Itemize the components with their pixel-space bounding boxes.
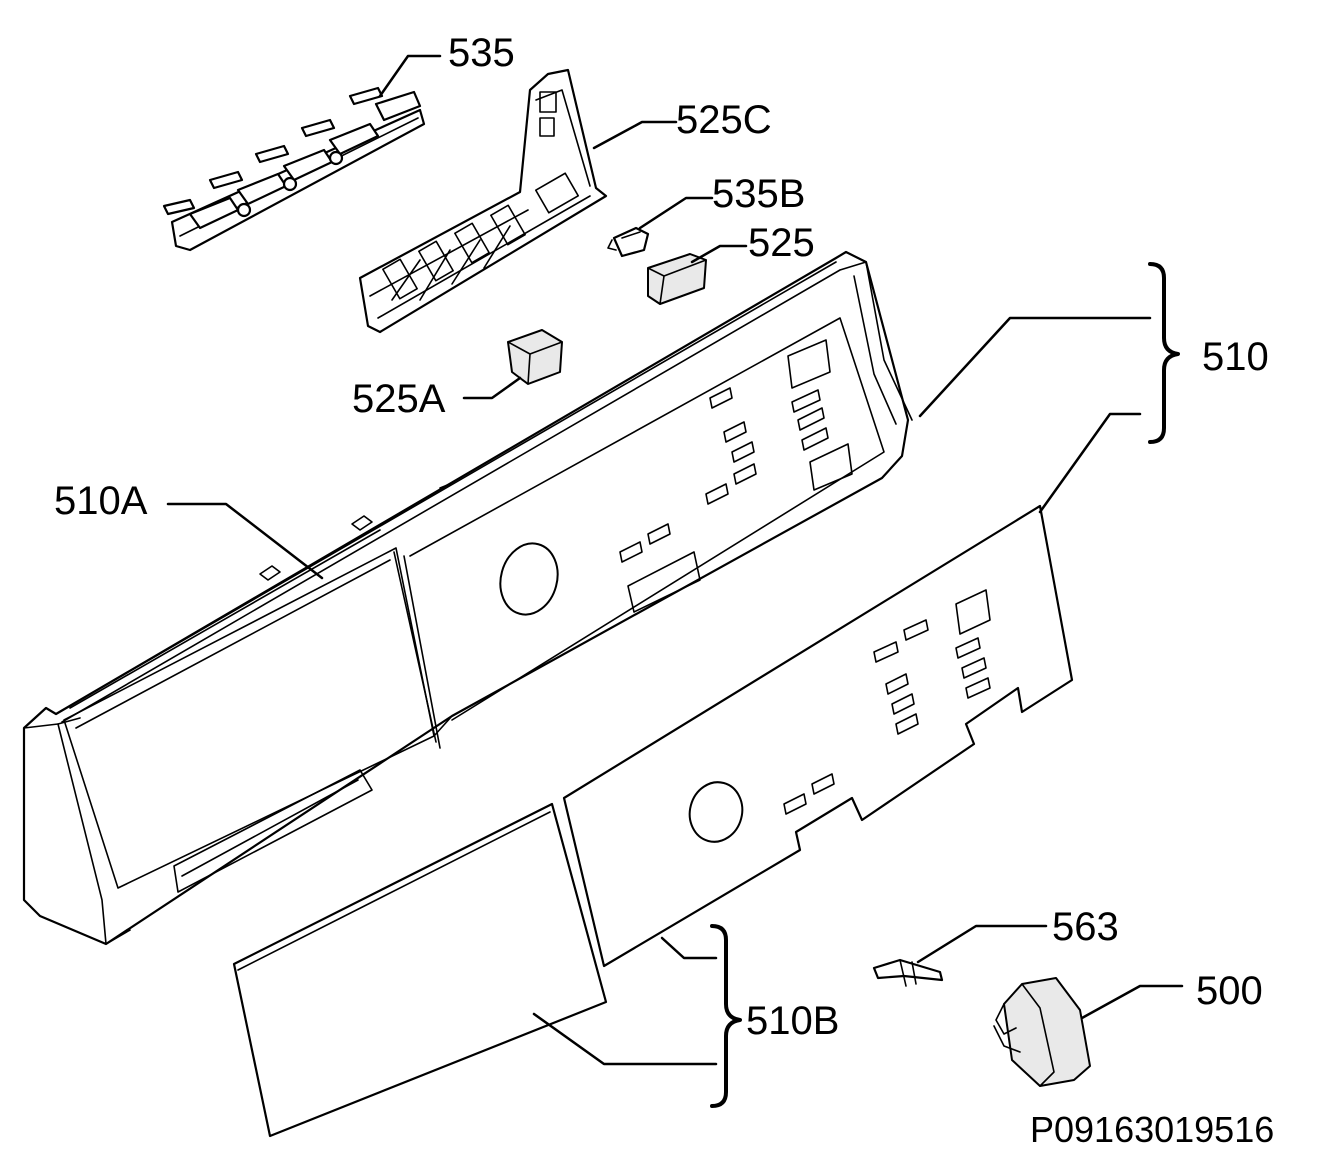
part-563-pin [872,958,944,987]
part-535B-clip [607,226,650,258]
label-525: 525 [748,221,815,265]
label-525A: 525A [352,377,446,421]
part-510-control-panel [22,250,913,946]
brace-510 [1148,262,1180,444]
drawing-code: P09163019516 [1030,1109,1274,1150]
label-525C: 525C [676,98,772,142]
label-535: 535 [448,31,515,75]
part-525A-cap [507,329,563,385]
part-535-switch-rail [162,86,426,252]
label-510B: 510B [746,999,839,1043]
part-525C-circuit-board [358,68,608,334]
label-535B: 535B [712,172,805,216]
label-563: 563 [1052,905,1119,949]
part-510B-foil-right [562,504,1074,968]
label-510A: 510A [54,479,148,523]
label-510: 510 [1202,335,1269,379]
part-500-knob [993,977,1091,1087]
brace-510B [710,924,742,1108]
label-500: 500 [1196,969,1263,1013]
part-510B-foil-left [232,802,608,1138]
leader-lines [166,54,1184,1066]
part-525-lens [647,253,707,305]
